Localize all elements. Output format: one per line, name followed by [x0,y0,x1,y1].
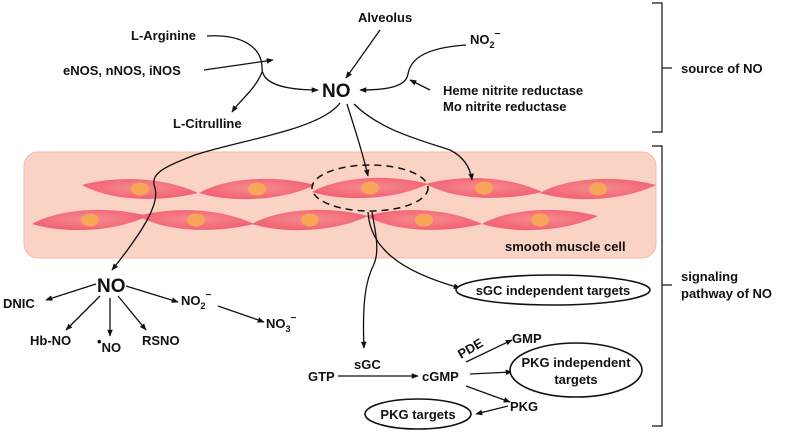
label-radical-no: •NO [97,334,121,355]
label-nos: eNOS, nNOS, iNOS [63,63,181,78]
label-signaling: signaling [681,269,738,284]
cell-nucleus [475,181,493,195]
arrow-to-no3 [217,305,265,323]
oval-pkg-independent [509,342,643,398]
label-pathway-of-no: pathway of NO [681,286,772,301]
label-alveolus: Alveolus [358,10,412,25]
highlighted-cell-ring [311,164,429,212]
cell-nucleus [531,213,549,227]
arrow-to-citrulline [231,71,263,113]
label-hb-no: Hb-NO [30,333,71,348]
label-pkg-targets: PKG targets [380,407,455,422]
label-rsno: RSNO [142,333,180,348]
label-cgmp: cGMP [422,369,459,384]
smooth-muscle-cell [138,210,254,230]
arrow-no-to-lower-no [111,102,341,271]
label-source-of-no: source of NO [681,61,763,76]
arrow-nos [203,58,274,71]
arrow-arginine-to-no [206,35,319,93]
cell-nucleus [589,182,607,196]
arrow-alveolus-to-no [345,29,381,79]
cell-nucleus [81,213,99,227]
bracket-source [652,2,663,133]
label-dnic: DNIC [3,296,35,311]
arrow-reductase [409,79,431,91]
smooth-muscle-band [23,151,657,259]
label-pkg: PKG [510,399,538,414]
arrow-to-sgc [360,211,378,349]
arrow-no-to-cell [346,103,370,177]
smooth-muscle-cell [199,178,315,200]
label-heme-reductase: Heme nitrite reductase [443,83,583,98]
arrow-to-dnic [45,283,97,301]
label-l-citrulline: L-Citrulline [173,116,242,131]
label-no-center: NO [322,81,351,102]
label-no2: NO2− [181,290,212,311]
arrow-no-to-right-cell [353,103,474,181]
label-sgc-independent: sGC independent targets [476,283,631,298]
smooth-muscle-cell [312,177,428,199]
arrow-to-no2 [125,285,179,303]
label-gtp: GTP [308,369,335,384]
bracket-signaling [652,145,663,427]
smooth-muscle-cell [366,210,482,230]
label-no3: NO3− [266,313,297,334]
cell-nucleus [301,213,319,227]
smooth-muscle-cell [426,178,542,198]
arrow-to-rsno [117,295,147,331]
arrow-cgmp-to-gmp [465,339,513,363]
arrow-nitrite-to-no [359,44,467,93]
arrow-cgmp-to-pkg [465,385,511,403]
label-pkg-independent-2: targets [554,372,597,387]
arrow-to-hbno [65,295,101,331]
smooth-muscle-cell [540,178,656,200]
label-sgc: sGC [354,357,381,372]
smooth-muscle-cell [32,209,148,231]
cell-nucleus [361,181,379,195]
arrow-cgmp-to-pkg-independent [469,369,513,376]
smooth-muscle-cell [82,179,198,199]
label-pde: PDE [455,335,486,362]
oval-sgc-independent [455,274,651,306]
cell-nucleus [187,213,205,227]
cell-nucleus [415,213,433,227]
label-pkg-independent-1: PKG independent [521,355,631,370]
cell-nucleus [248,182,266,196]
label-no-lower: NO [97,276,126,297]
label-gmp: GMP [512,331,542,346]
oval-pkg-targets [364,398,472,430]
label-smooth-muscle: smooth muscle cell [505,239,626,254]
label-l-arginine: L-Arginine [131,28,196,43]
cell-nucleus [131,182,149,196]
smooth-muscle-cells [32,177,656,231]
arrow-pkg-to-targets [475,405,509,416]
smooth-muscle-cell [252,209,368,231]
label-mo-reductase: Mo nitrite reductase [443,99,567,114]
smooth-muscle-cell [482,209,598,231]
arrow-to-sgc-independent [367,211,461,290]
label-nitrite: NO2− [470,29,501,50]
